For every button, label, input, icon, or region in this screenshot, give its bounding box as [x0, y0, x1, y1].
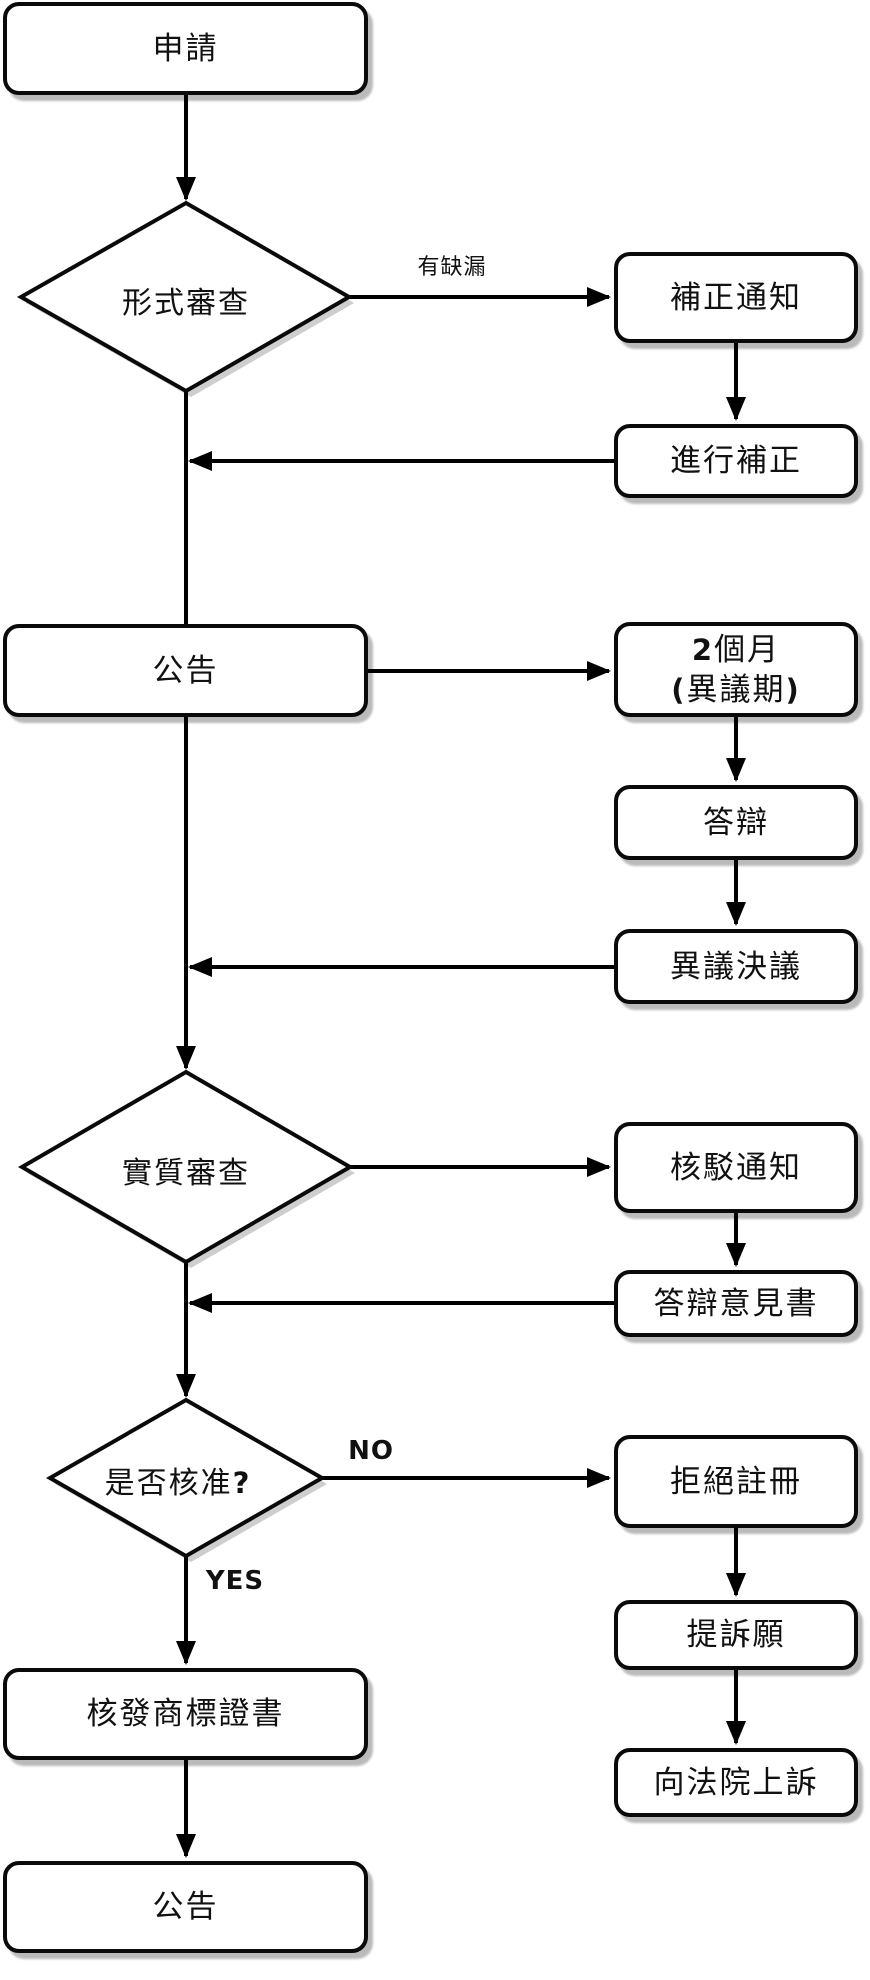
node-correction-notice: 補正通知	[614, 252, 858, 343]
diamond-approval-text: 是否核准	[104, 1467, 233, 1500]
node-opposition-period-line2: (異議期)	[671, 670, 801, 710]
node-reply-label: 答辯	[703, 804, 769, 840]
approval-diamond	[45, 1397, 327, 1559]
node-rejection-notice-label: 核駁通知	[670, 1149, 802, 1185]
node-reply-opinion: 答辯意見書	[614, 1270, 858, 1337]
node-refuse-registration: 拒絕註冊	[614, 1435, 858, 1528]
node-issue-certificate-label: 核發商標證書	[86, 1696, 285, 1731]
node-reply: 答辯	[614, 785, 858, 860]
node-publication-first: 公告	[3, 624, 368, 717]
opposition-period-paren-label: 異議期	[686, 671, 786, 707]
node-refuse-registration-label: 拒絕註冊	[670, 1463, 802, 1499]
node-file-appeal: 提訴願	[614, 1600, 858, 1670]
node-rejection-notice: 核駁通知	[614, 1122, 858, 1213]
diamond-approval-label: 是否核准?	[43, 1458, 313, 1502]
opposition-period-number: 2	[691, 632, 715, 667]
node-do-correction-label: 進行補正	[670, 443, 802, 478]
node-opposition-period-line1: 2個月	[692, 630, 780, 670]
opposition-period-unit: 個月	[714, 631, 781, 667]
node-opposition-period: 2個月 (異議期)	[614, 622, 858, 717]
node-opposition-decision-label: 異議決議	[670, 948, 802, 984]
diamond-approval-question-mark: ?	[232, 1466, 252, 1500]
node-court-appeal-label: 向法院上訴	[653, 1764, 819, 1800]
edge-label-no: NO	[348, 1436, 394, 1466]
node-correction-notice-label: 補正通知	[670, 279, 802, 315]
node-publication-final-label: 公告	[152, 1889, 219, 1924]
node-court-appeal: 向法院上訴	[614, 1748, 858, 1817]
opposition-period-paren-close: )	[785, 672, 801, 707]
node-apply-label: 申請	[152, 30, 219, 66]
substantive-review-diamond	[18, 1069, 354, 1265]
edge-label-yes: YES	[205, 1566, 265, 1596]
node-publication-final: 公告	[3, 1861, 368, 1953]
node-issue-certificate: 核發商標證書	[3, 1668, 368, 1760]
node-do-correction: 進行補正	[614, 424, 858, 498]
node-publication-first-label: 公告	[152, 652, 219, 688]
opposition-period-paren-open: (	[671, 672, 687, 707]
diamond-formal-review-label: 形式審查	[122, 287, 250, 320]
node-apply: 申請	[3, 2, 368, 95]
diamond-substantive-review-label: 實質審查	[122, 1157, 250, 1190]
node-opposition-decision: 異議決議	[614, 929, 858, 1004]
edge-label-deficiency: 有缺漏	[417, 254, 487, 279]
node-file-appeal-label: 提訴願	[686, 1617, 786, 1652]
formal-review-diamond	[16, 200, 354, 394]
node-reply-opinion-label: 答辯意見書	[653, 1285, 819, 1321]
